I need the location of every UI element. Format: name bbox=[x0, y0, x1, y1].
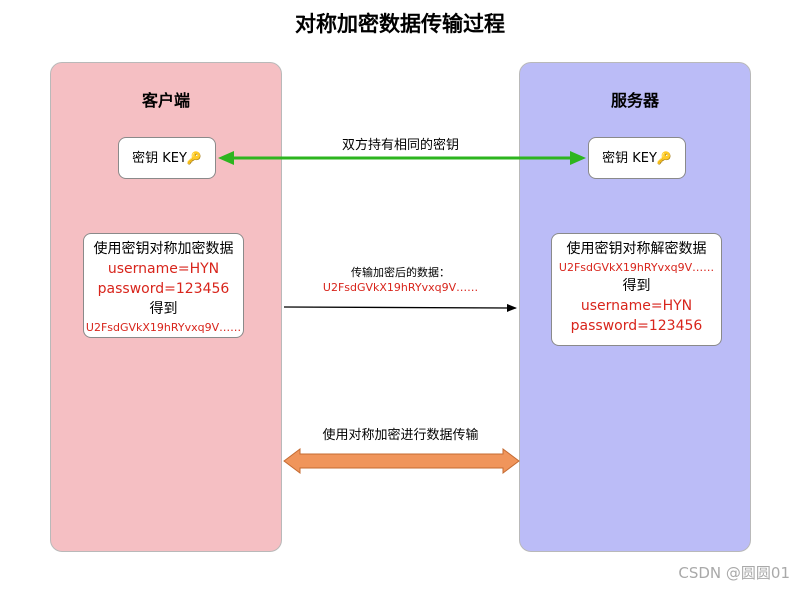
symmetric-label: 使用对称加密进行数据传输 bbox=[322, 428, 479, 443]
server-password: password=123456 bbox=[570, 318, 703, 334]
client-title: 客户端 bbox=[141, 91, 190, 110]
symmetric-transfer-arrow bbox=[283, 448, 520, 474]
key-icon: 🔑 bbox=[186, 151, 202, 165]
shared-key-arrow bbox=[218, 151, 586, 165]
diagram-title: 对称加密数据传输过程 bbox=[295, 12, 505, 36]
transmit-arrow bbox=[283, 303, 517, 312]
server-username: username=HYN bbox=[580, 298, 693, 314]
server-key-label: 密钥 KEY bbox=[602, 151, 657, 166]
transmit-label-group: 传输加密后的数据： U2FsdGVkX19hRYvxq9V…… bbox=[282, 264, 519, 296]
client-key-label: 密钥 KEY bbox=[132, 151, 187, 166]
server-key-box: 密钥 KEY🔑 bbox=[588, 137, 686, 179]
key-icon: 🔑 bbox=[656, 151, 672, 165]
server-ciphertext: U2FsdGVkX19hRYvxq9V…… bbox=[558, 261, 715, 274]
client-result-label: 得到 bbox=[149, 301, 178, 317]
transmit-label: 传输加密后的数据： bbox=[351, 266, 450, 279]
transmit-data: U2FsdGVkX19hRYvxq9V…… bbox=[322, 281, 479, 294]
client-ciphertext: U2FsdGVkX19hRYvxq9V…… bbox=[85, 321, 242, 334]
shared-key-label: 双方持有相同的密钥 bbox=[341, 138, 459, 153]
client-encrypt-label: 使用密钥对称加密数据 bbox=[93, 241, 234, 257]
client-username: username=HYN bbox=[107, 261, 220, 277]
watermark: CSDN @圆圆01 bbox=[678, 564, 790, 582]
server-decrypt-box: 使用密钥对称解密数据 U2FsdGVkX19hRYvxq9V…… 得到 user… bbox=[551, 233, 722, 346]
client-key-box: 密钥 KEY🔑 bbox=[118, 137, 216, 179]
client-password: password=123456 bbox=[97, 281, 230, 297]
client-encrypt-box: 使用密钥对称加密数据 username=HYN password=123456 … bbox=[83, 233, 244, 338]
server-title: 服务器 bbox=[610, 91, 659, 110]
server-result-label: 得到 bbox=[622, 278, 651, 294]
server-decrypt-label: 使用密钥对称解密数据 bbox=[566, 241, 707, 257]
